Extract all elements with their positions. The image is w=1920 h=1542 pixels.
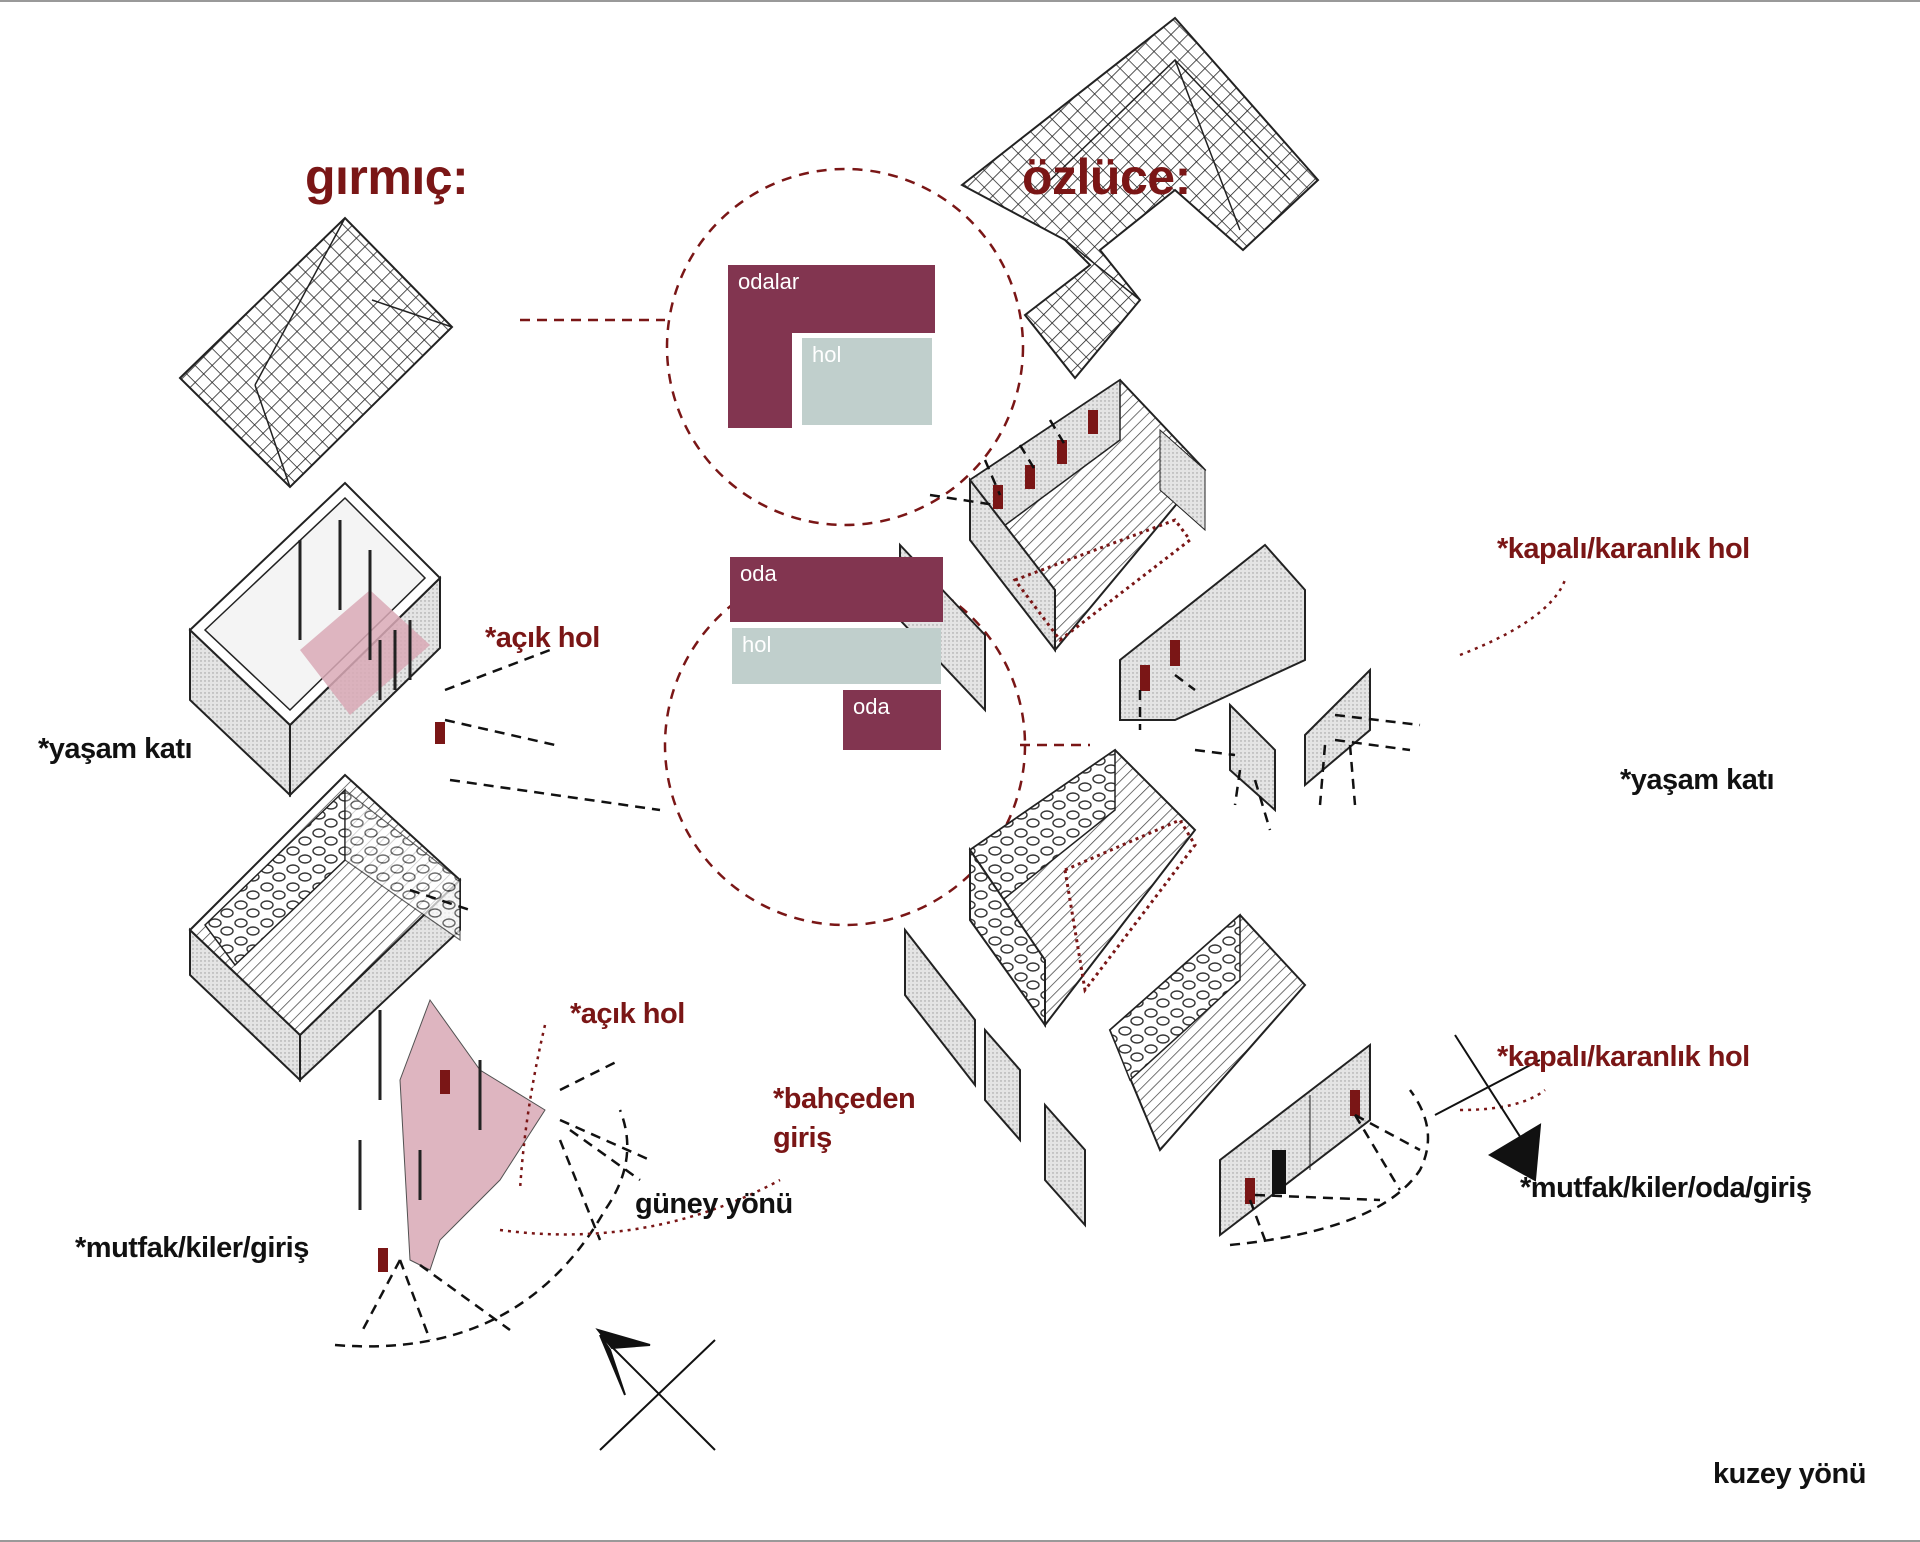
girmic-living-floor-model — [188, 481, 445, 895]
rooms-shape — [728, 265, 935, 428]
title-ozluce: özlüce: — [1022, 149, 1191, 205]
diagram-circle-upper — [665, 167, 1025, 527]
label-open-hall-lower: *açık hol — [570, 998, 685, 1030]
label-garden-entry-2: giriş — [773, 1122, 832, 1154]
label-open-hall-upper: *açık hol — [485, 622, 600, 654]
rooms-label: odalar — [738, 269, 800, 294]
room-box-bottom: oda — [843, 690, 941, 750]
girmic-kitchen-floor-model — [188, 773, 546, 1272]
connector-lines — [499, 318, 1567, 1236]
label-living-floor-right: *yaşam katı — [1620, 764, 1775, 796]
ozluce-living-floor-model — [899, 378, 1371, 813]
frame-top-border — [0, 0, 1920, 2]
label-south-direction: güney yönü — [635, 1188, 793, 1220]
south-arrow-icon — [595, 1328, 716, 1451]
label-kitchen-right: *mutfak/kiler/oda/giriş — [1520, 1172, 1812, 1204]
girmic-roof — [178, 216, 454, 489]
north-arrow-icon — [1434, 1034, 1542, 1182]
label-closed-hall-lower: *kapalı/karanlık hol — [1497, 1041, 1750, 1073]
ozluce-roof — [960, 16, 1320, 380]
hall-box-lower: hol — [732, 628, 941, 684]
room-box-top: oda — [730, 557, 943, 622]
label-kitchen-left: *mutfak/kiler/giriş — [75, 1232, 309, 1264]
hall-box-upper: hol — [802, 338, 932, 425]
label-garden-entry-1: *bahçeden — [773, 1083, 916, 1115]
title-girmic: gırmıç: — [305, 149, 469, 205]
ozluce-kitchen-floor-model — [904, 748, 1371, 1238]
ozluce-view-lines — [929, 419, 1430, 1247]
label-north-direction: kuzey yönü — [1713, 1458, 1866, 1490]
label-closed-hall-upper: *kapalı/karanlık hol — [1497, 533, 1750, 565]
girmic-view-lines — [334, 648, 661, 1348]
label-living-floor-left: *yaşam katı — [38, 733, 193, 765]
frame-bottom-border — [0, 1540, 1920, 1542]
